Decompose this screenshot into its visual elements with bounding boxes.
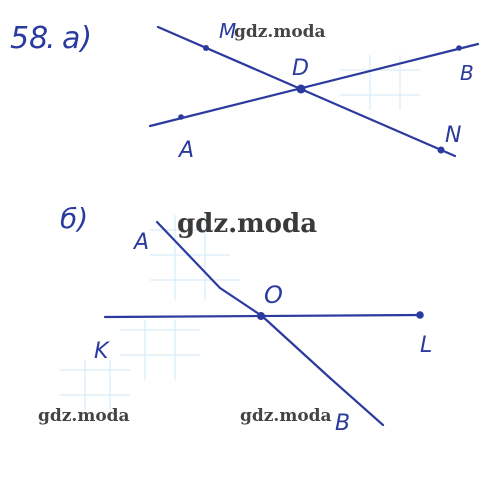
label-n: N xyxy=(445,123,461,148)
part-a-figure: M D B A N xyxy=(148,19,480,163)
watermark-center: gdz.moda xyxy=(177,209,317,239)
label-d: D xyxy=(292,56,309,81)
problem-number: 58 xyxy=(10,21,48,56)
line-ab-bottom xyxy=(155,220,385,427)
part-b-label: б) xyxy=(60,202,88,235)
line-ab xyxy=(148,42,480,128)
label-o: O xyxy=(264,281,283,309)
label-b-top: B xyxy=(460,61,474,85)
line-mn xyxy=(156,25,457,158)
point-o-dot xyxy=(257,312,265,320)
watermark-bottom-left: gdz.moda xyxy=(38,406,130,426)
label-k: K xyxy=(94,339,110,364)
label-l: L xyxy=(420,333,432,358)
label-m: M xyxy=(219,19,236,43)
part-a-label: а) xyxy=(62,21,92,56)
point-a-dot xyxy=(178,114,184,120)
label-b-bottom: B xyxy=(335,411,350,436)
label-a-bottom: A xyxy=(132,230,149,255)
watermark-top: gdz.moda xyxy=(234,22,326,42)
point-l-dot xyxy=(416,311,424,319)
watermark-bottom-center: gdz.moda xyxy=(240,406,332,426)
point-b-dot xyxy=(456,45,462,51)
point-m-dot xyxy=(203,45,209,51)
part-b-figure: A O K L B xyxy=(94,220,432,436)
point-d-dot xyxy=(296,84,306,94)
point-n-dot xyxy=(437,146,445,154)
label-a-top: A xyxy=(177,138,194,163)
problem-number-dot: . xyxy=(46,21,56,56)
